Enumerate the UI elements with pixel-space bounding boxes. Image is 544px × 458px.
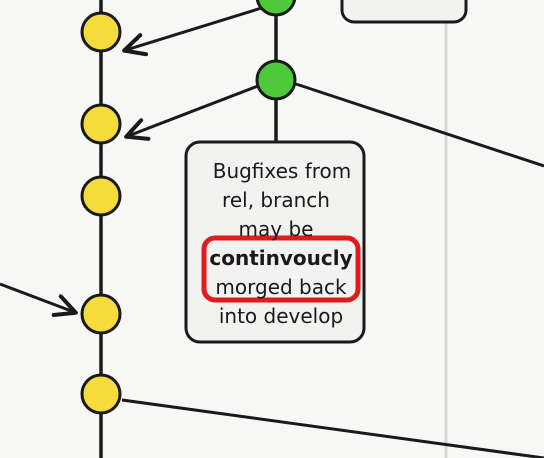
annotation-note-box [184,140,366,344]
outgoing-line-lower [121,398,544,458]
note-line-6: into develop [219,304,343,328]
note-line-3: may be [239,217,314,241]
note-line-2: rel, branch [222,188,330,212]
typo-highlight-box [201,235,361,303]
release-commit[interactable] [255,0,297,17]
outgoing-line-upper [295,82,544,168]
release-commit[interactable] [255,59,297,101]
upper-note-box [340,0,468,24]
note-line-4-highlighted: continvoucly [209,246,352,270]
merge-arrow-lower [124,84,259,141]
incoming-merge-arrow [0,282,78,317]
develop-commit[interactable] [80,103,122,145]
develop-commit[interactable] [80,373,122,415]
note-line-5-highlighted: morged back [215,275,347,299]
develop-commit[interactable] [80,175,122,217]
develop-commit[interactable] [80,11,122,53]
develop-commit[interactable] [80,293,122,335]
note-line-1: Bugfixes from [213,159,352,183]
merge-arrow-upper [122,4,269,57]
